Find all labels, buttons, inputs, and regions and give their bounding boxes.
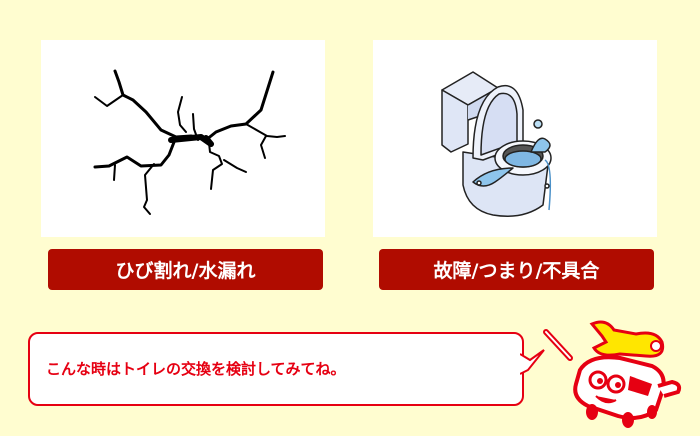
repair-van-mascot-icon xyxy=(543,320,682,428)
speech-bubble-tail xyxy=(520,349,545,375)
repair-van-mascot xyxy=(540,312,700,436)
overflowing-toilet-icon xyxy=(441,71,552,217)
cracks-leaks-label: ひび割れ/水漏れ xyxy=(48,249,323,290)
breakdown-clog-label: 故障/つまり/不具合 xyxy=(379,249,654,290)
speech-bubble-text: こんな時はトイレの交換を検討してみてね。 xyxy=(46,360,346,378)
toilet-image-card xyxy=(373,40,657,237)
crack-image-card xyxy=(41,40,325,237)
speech-bubble: こんな時はトイレの交換を検討してみてね。 xyxy=(28,332,545,406)
wall-crack-icon xyxy=(93,69,286,215)
